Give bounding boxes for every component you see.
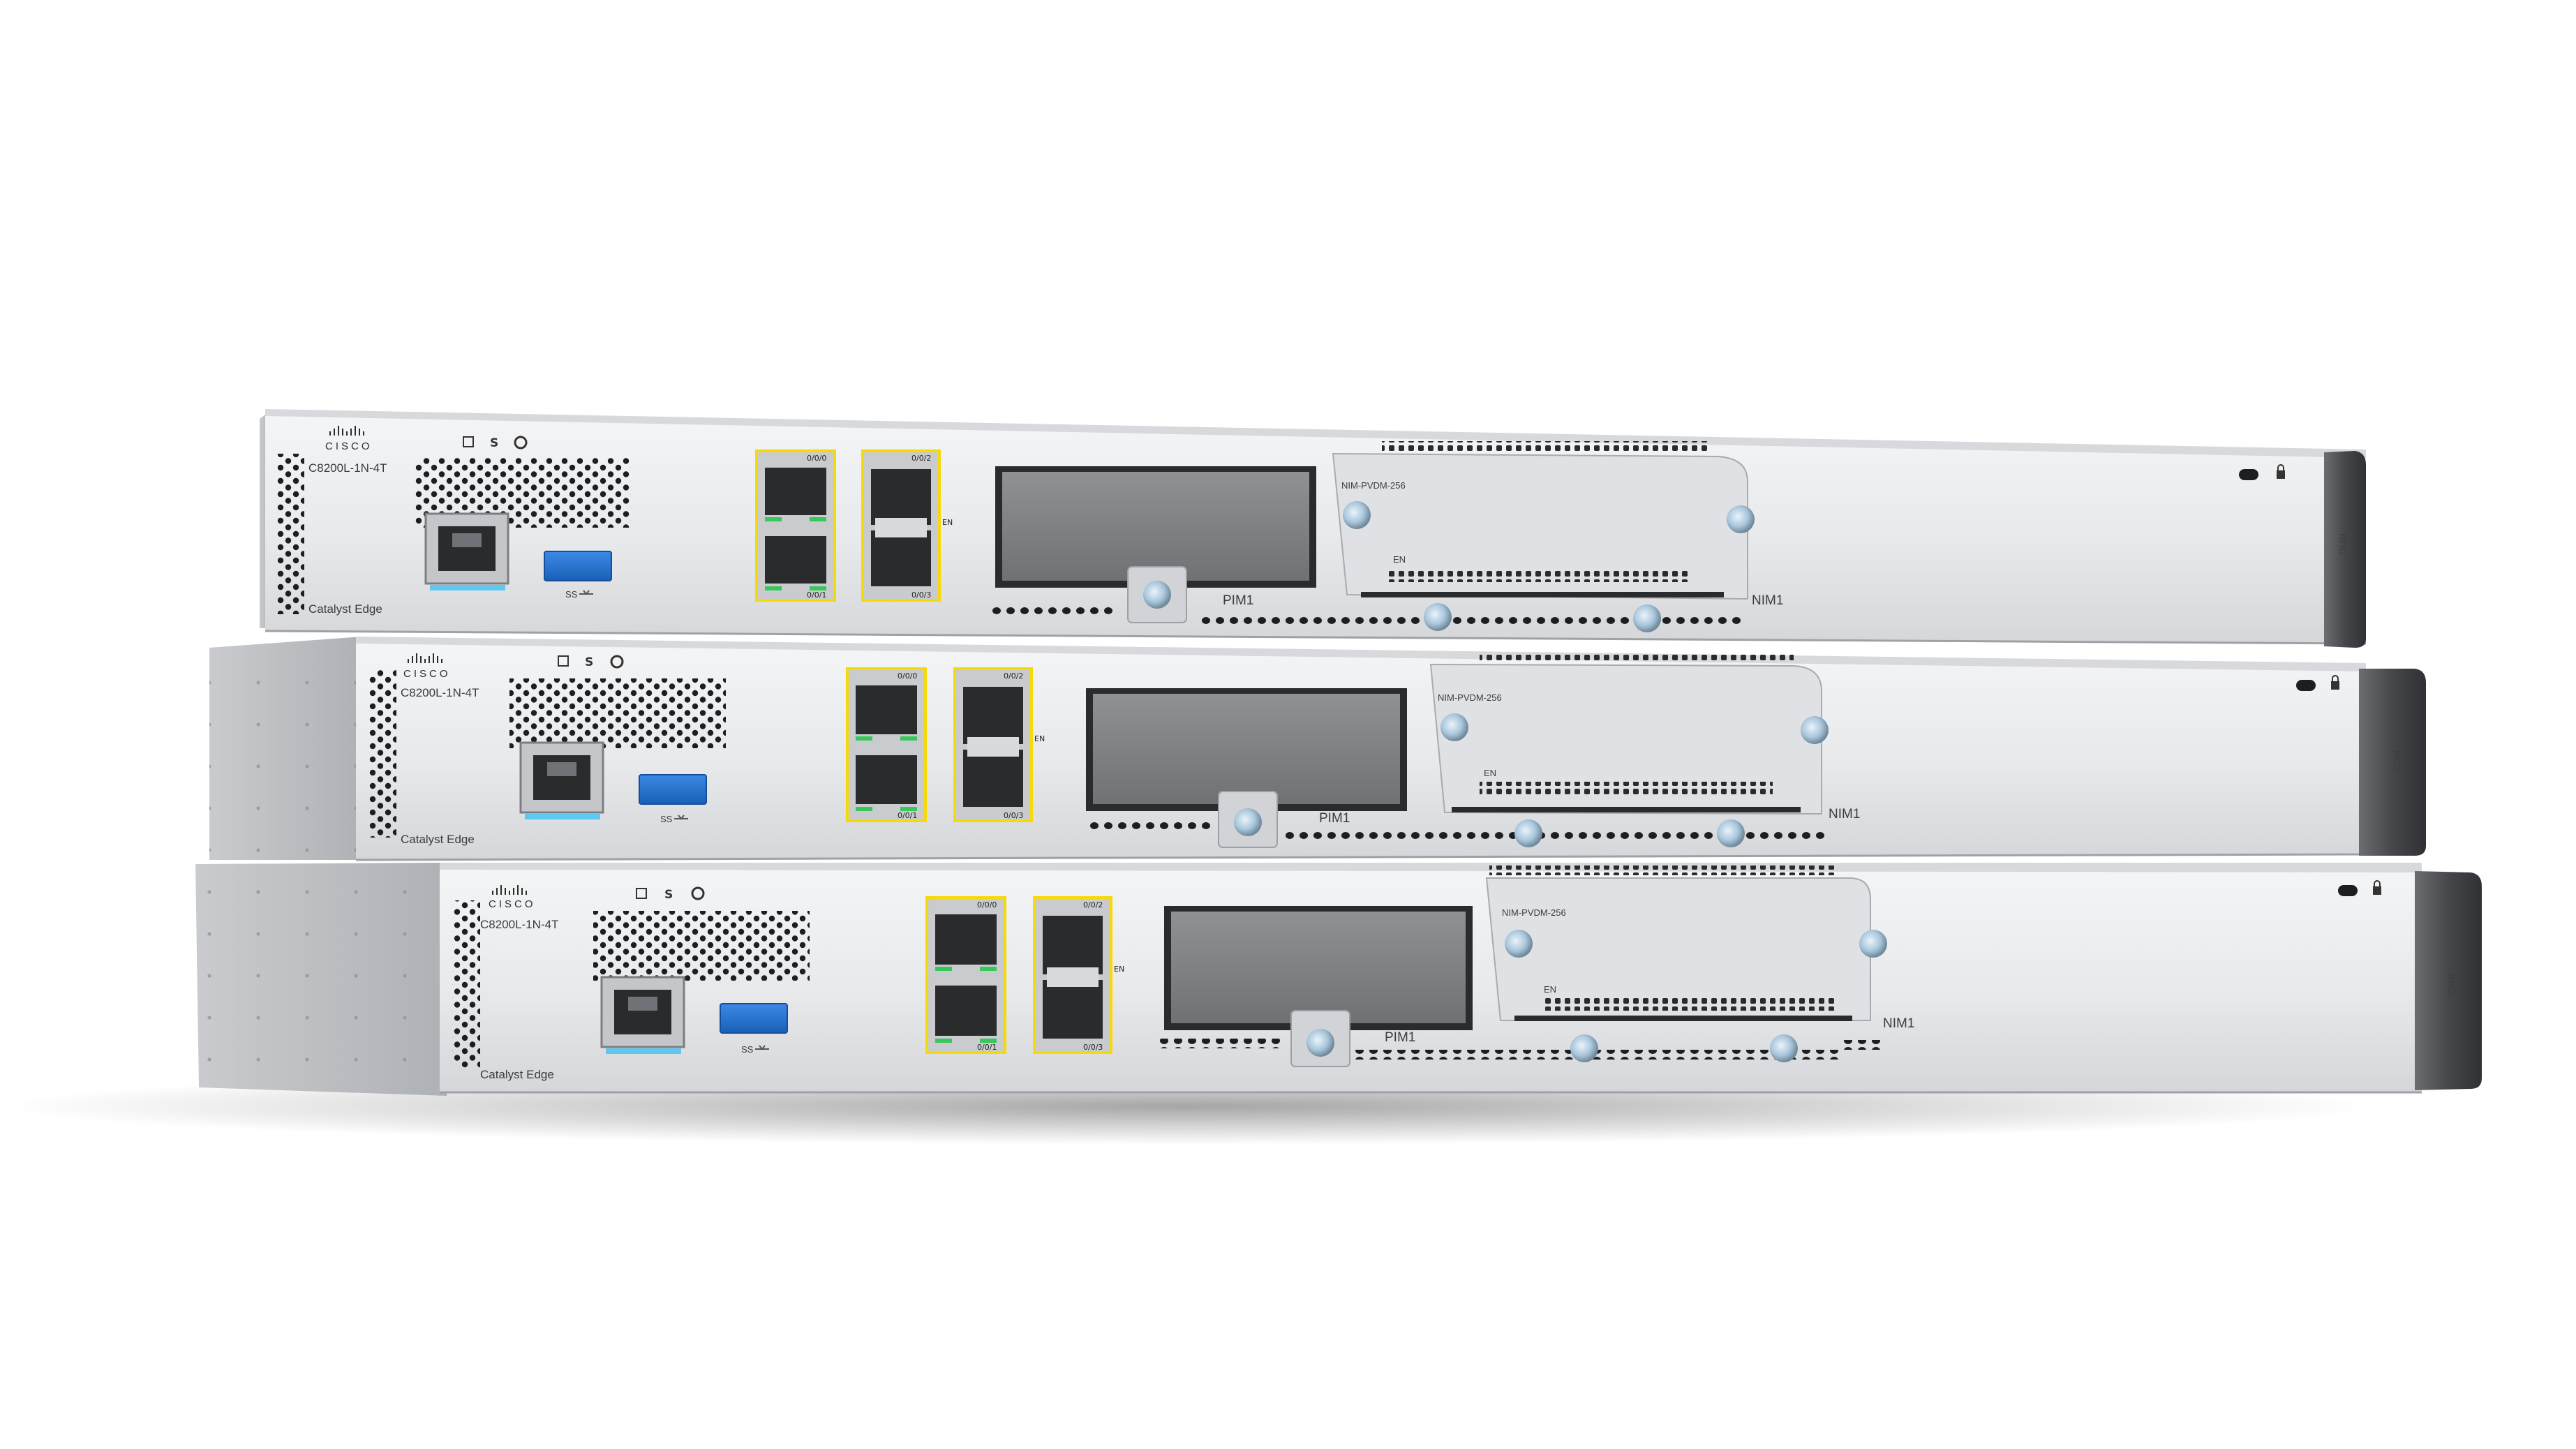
power-status-icon <box>558 655 569 667</box>
nim-thumbscrew-right-icon[interactable] <box>1801 716 1829 744</box>
port-label-0-0-1: 0/0/1 <box>898 811 917 820</box>
product-line-label: Catalyst Edge <box>480 1068 554 1081</box>
pim-thumbscrew-icon[interactable] <box>1306 1029 1334 1057</box>
lock-icon <box>2331 675 2339 690</box>
port-label-0-0-1: 0/0/1 <box>807 590 826 600</box>
cisco-brand-label: CISCO <box>403 668 451 680</box>
usb-label: SS <box>741 1044 754 1055</box>
nim-thumbscrew-right-icon[interactable] <box>1859 930 1887 958</box>
nim-slot-label: NIM1 <box>1829 807 1860 822</box>
nim-thumbscrew-left-icon[interactable] <box>1440 713 1468 741</box>
rfid-label: RFID <box>2446 974 2457 995</box>
nim-thumbscrew-left-icon[interactable] <box>1343 501 1371 529</box>
port-label-0-0-1: 0/0/1 <box>977 1043 997 1052</box>
nim-module-label: NIM-PVDM-256 <box>1341 480 1406 491</box>
model-label: C8200L-1N-4T <box>480 918 558 931</box>
usb-icon <box>674 815 688 820</box>
pim-slot-label: PIM1 <box>1223 593 1253 608</box>
product-line-label: Catalyst Edge <box>401 833 475 846</box>
nim-en-label: EN <box>1393 554 1406 565</box>
usb-icon <box>755 1045 769 1050</box>
usb-port[interactable] <box>544 551 612 581</box>
nim-en-label: EN <box>1484 768 1496 778</box>
alarm-status-icon <box>691 886 705 900</box>
rfid-label: RFID <box>2337 533 2348 554</box>
port-label-0-0-2: 0/0/2 <box>1083 900 1103 909</box>
model-label: C8200L-1N-4T <box>401 686 479 699</box>
nim-thumbscrew-right-icon[interactable] <box>1727 505 1755 533</box>
rfid-label: RFID <box>2392 750 2402 771</box>
nim-slot-label: NIM1 <box>1752 593 1783 608</box>
pim-slot-blank <box>1093 694 1400 804</box>
lock-icon <box>2277 464 2285 479</box>
model-label: C8200L-1N-4T <box>308 461 387 475</box>
nim-bottom-screw-right-icon[interactable] <box>1717 819 1745 847</box>
router-unit-top: RFID CISCO C8200L-1N-4T Catalyst Edge S … <box>260 409 2367 648</box>
nim-module-label: NIM-PVDM-256 <box>1438 692 1502 703</box>
router-unit-bottom: RFID CISCO C8200L-1N-4T Catalyst Edge S … <box>195 863 2482 1096</box>
nim-slot-label: NIM1 <box>1883 1016 1914 1031</box>
pim-slot-blank <box>1002 472 1309 581</box>
nim-module-label: NIM-PVDM-256 <box>1502 907 1566 918</box>
system-status-icon: S <box>664 888 673 902</box>
en-label: EN <box>1034 734 1045 743</box>
nim-bottom-screw-right-icon[interactable] <box>1633 604 1661 632</box>
pim-slot-blank <box>1171 912 1466 1023</box>
system-status-icon: S <box>490 436 498 450</box>
router-unit-middle: RFID CISCO C8200L-1N-4T Catalyst Edge S … <box>209 637 2426 861</box>
port-label-0-0-2: 0/0/2 <box>1004 671 1023 681</box>
alarm-status-icon <box>610 655 624 669</box>
port-label-0-0-3: 0/0/3 <box>1083 1043 1103 1052</box>
lock-icon <box>2373 880 2381 895</box>
kensington-slot-icon <box>2239 469 2258 480</box>
port-label-0-0-0: 0/0/0 <box>977 900 997 909</box>
usb-port[interactable] <box>639 774 707 805</box>
nim-thumbscrew-left-icon[interactable] <box>1505 930 1533 958</box>
usb-label: SS <box>565 589 578 600</box>
port-label-0-0-2: 0/0/2 <box>911 454 931 463</box>
cisco-logo-icon <box>329 426 364 436</box>
usb-port[interactable] <box>720 1003 788 1034</box>
alarm-status-icon <box>514 436 528 449</box>
usb-icon <box>579 590 593 595</box>
nim-en-label: EN <box>1544 984 1556 995</box>
nim-bottom-screw-left-icon[interactable] <box>1424 603 1452 631</box>
cisco-logo-icon <box>492 885 527 895</box>
port-label-0-0-0: 0/0/0 <box>898 671 917 681</box>
en-label: EN <box>1114 965 1124 974</box>
port-label-0-0-0: 0/0/0 <box>807 454 826 463</box>
en-label: EN <box>942 518 953 527</box>
nim-bottom-screw-left-icon[interactable] <box>1514 819 1542 847</box>
usb-label: SS <box>660 814 673 824</box>
nim-bottom-screw-right-icon[interactable] <box>1770 1034 1798 1062</box>
product-line-label: Catalyst Edge <box>308 602 382 616</box>
cisco-logo-icon <box>408 653 442 663</box>
port-label-0-0-3: 0/0/3 <box>911 590 931 600</box>
pim-thumbscrew-icon[interactable] <box>1234 808 1262 836</box>
kensington-slot-icon <box>2296 680 2316 691</box>
pim-thumbscrew-icon[interactable] <box>1143 581 1171 609</box>
power-status-icon <box>463 436 474 447</box>
pim-slot-label: PIM1 <box>1319 811 1350 826</box>
cisco-brand-label: CISCO <box>325 440 373 452</box>
port-label-0-0-3: 0/0/3 <box>1004 811 1023 820</box>
power-status-icon <box>636 888 647 899</box>
nim-bottom-screw-left-icon[interactable] <box>1570 1034 1598 1062</box>
kensington-slot-icon <box>2338 885 2358 896</box>
pim-slot-label: PIM1 <box>1385 1030 1415 1045</box>
cisco-brand-label: CISCO <box>489 898 536 910</box>
system-status-icon: S <box>585 655 593 669</box>
